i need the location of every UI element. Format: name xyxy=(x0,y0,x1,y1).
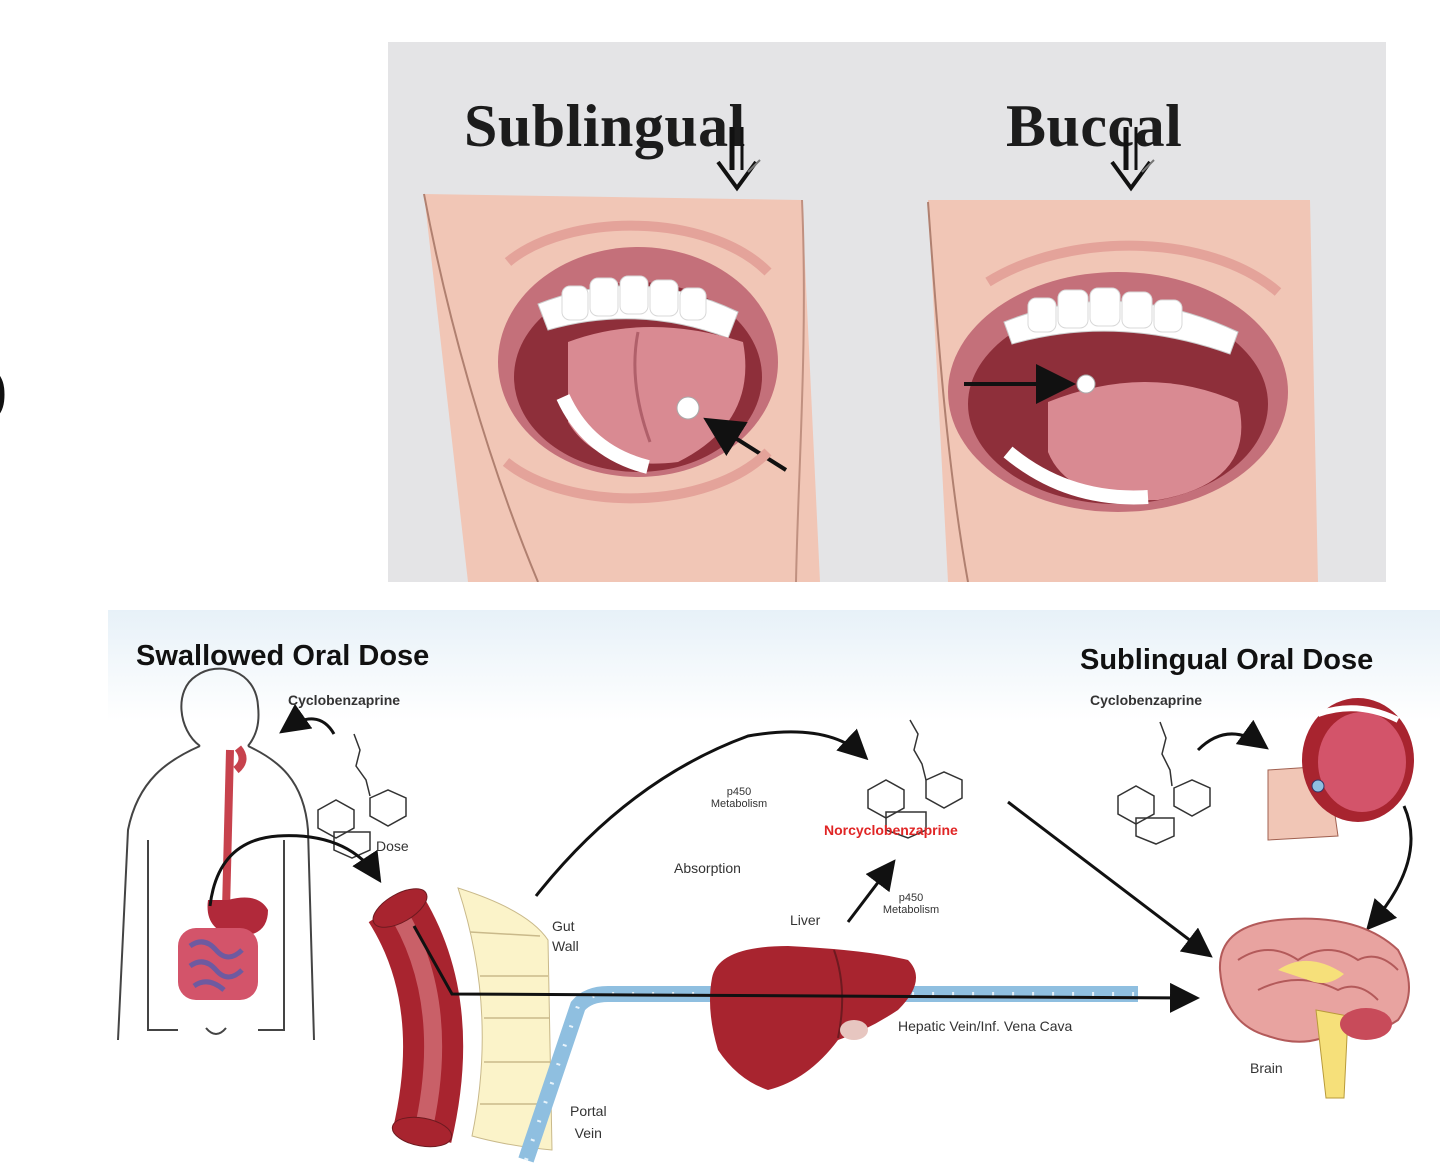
arrow-icon xyxy=(1007,800,1213,958)
arrow-icon xyxy=(846,859,896,923)
arrow-icon xyxy=(412,925,1200,1013)
gut-wall-icon xyxy=(457,887,553,1151)
mouth-illustrations xyxy=(423,127,1318,582)
brain-icon xyxy=(1218,917,1410,1099)
pharmacokinetics-diagram-panel: Swallowed Oral Dose Sublingual Oral Dose… xyxy=(108,610,1440,1166)
dose-label: Dose xyxy=(376,838,409,854)
arrow-icon xyxy=(1366,805,1413,931)
liver-label: Liver xyxy=(790,912,821,928)
pill-icon xyxy=(676,396,700,420)
arrow-icon xyxy=(1196,719,1269,752)
esophagus xyxy=(222,749,234,911)
mouth-icon xyxy=(1267,698,1414,841)
arrow-icon xyxy=(279,703,336,735)
p450-metabolism-upper: p450 Metabolism xyxy=(710,786,768,810)
arrow-icon xyxy=(716,127,761,192)
buccal-title: Buccal xyxy=(1006,93,1183,159)
sublingual-mouth-icon xyxy=(423,193,820,582)
sublingual-title: Sublingual xyxy=(464,93,746,159)
arrow-icon xyxy=(534,728,869,897)
mouth-illustration-panel: Sublingual Buccal xyxy=(388,42,1386,582)
liver-icon xyxy=(710,946,916,1090)
sublingual-oral-dose-title: Sublingual Oral Dose xyxy=(1080,644,1374,676)
hepatic-vein-label: Hepatic Vein/Inf. Vena Cava xyxy=(898,1018,1073,1034)
gut-wall-label: Gut Wall xyxy=(552,918,579,954)
brain-label: Brain xyxy=(1250,1060,1283,1076)
molecule-icon xyxy=(867,719,963,839)
buccal-mouth-icon xyxy=(927,200,1318,582)
metabolite-label: Norcyclobenzaprine xyxy=(824,822,958,838)
intestine-icon xyxy=(178,928,258,1000)
p450-metabolism-lower: p450 Metabolism xyxy=(882,892,940,916)
pharmacokinetics-diagram xyxy=(117,667,1414,1163)
pill-icon xyxy=(1076,374,1096,394)
arrow-icon xyxy=(1110,127,1155,192)
drug-label-right: Cyclobenzaprine xyxy=(1090,692,1203,708)
stray-parenthesis: ) xyxy=(0,352,7,426)
swallowed-oral-dose-title: Swallowed Oral Dose xyxy=(136,640,430,672)
human-body-icon xyxy=(117,667,315,1041)
arrow-icon xyxy=(208,834,382,907)
arrow-icon xyxy=(703,417,788,472)
molecule-icon xyxy=(1117,721,1211,845)
drug-label-left: Cyclobenzaprine xyxy=(288,692,401,708)
portal-vein-label: Portal Vein xyxy=(570,1103,607,1141)
stomach-icon xyxy=(207,897,268,937)
gut-tube-icon xyxy=(368,888,464,1148)
absorption-label: Absorption xyxy=(674,860,741,876)
